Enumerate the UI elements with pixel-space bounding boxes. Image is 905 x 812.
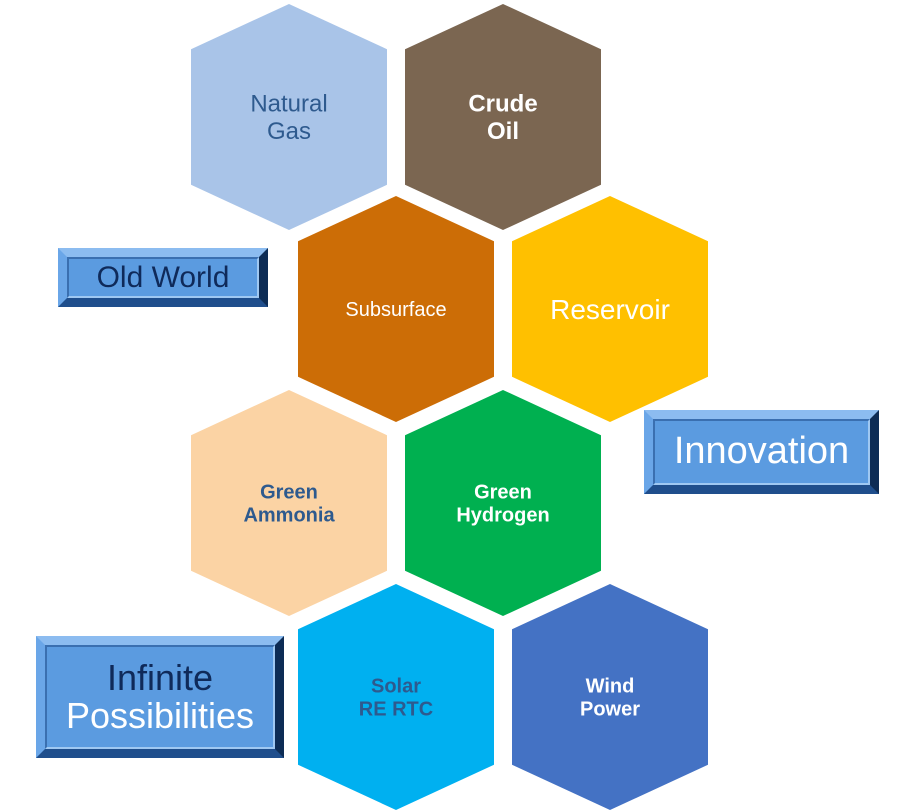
hexagon-reservoir: Reservoir — [512, 196, 708, 422]
hexagon-label: Natural — [250, 91, 327, 118]
hexagon-label: Power — [580, 699, 640, 721]
possibilities-label: Possibilities — [65, 695, 255, 736]
hexagon-label: Oil — [487, 118, 519, 145]
infinite-possibilities-label-box: Infinite Possibilities — [36, 636, 284, 758]
hexagon-label: Reservoir — [550, 294, 670, 325]
innovation-label: Innovation — [673, 430, 850, 473]
old-world-label-box: Old World — [58, 248, 268, 307]
hexagon-shape — [298, 584, 494, 810]
hexagon-label: Hydrogen — [456, 505, 549, 527]
hexagon-shape — [191, 390, 387, 616]
hexagon-shape — [512, 584, 708, 810]
hexagon-subsurface: Subsurface — [298, 196, 494, 422]
hexagon-label: Wind — [586, 676, 635, 698]
hexagon-label: RE RTC — [359, 699, 433, 721]
innovation-label-box: Innovation — [644, 410, 879, 494]
hexagon-shape — [512, 196, 708, 422]
hexagon-shape — [405, 390, 601, 616]
hexagon-label: Ammonia — [243, 505, 335, 527]
hexagon-shape — [405, 4, 601, 230]
infinite-label: Infinite — [106, 657, 214, 699]
hexagon-label: Subsurface — [345, 299, 446, 321]
hexagon-label: Solar — [371, 676, 421, 698]
hexagon-label: Green — [260, 482, 318, 504]
hexagon-label: Crude — [468, 91, 537, 118]
hexagon-label: Green — [474, 482, 532, 504]
hexagon-shape — [191, 4, 387, 230]
old-world-label: Old World — [96, 260, 230, 294]
hexagon-label: Gas — [267, 118, 311, 145]
hexagon-shape — [298, 196, 494, 422]
